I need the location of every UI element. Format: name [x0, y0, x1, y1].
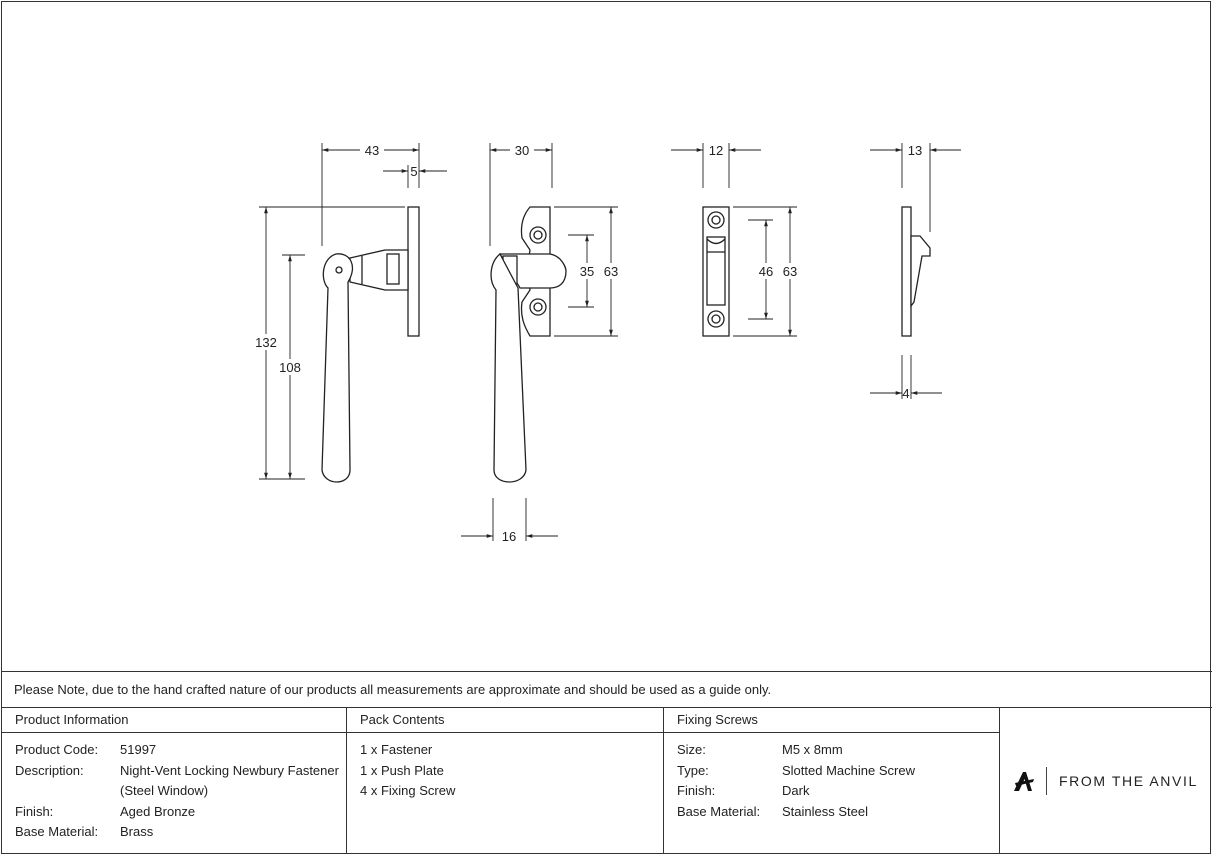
fastener-side-view: [490, 206, 567, 483]
screw-finish-label: Finish:: [677, 783, 716, 798]
screw-base-material-label: Base Material:: [677, 803, 761, 819]
fastener-side-dimensions: [461, 143, 618, 541]
technical-drawing: 43 5 132 108 30 35 63 16: [255, 143, 961, 544]
push-plate-front-dimensions: [671, 143, 797, 337]
dim-fastener-front-handle: 108: [279, 360, 301, 375]
description-value: Night-Vent Locking Newbury Fastener: [120, 762, 339, 778]
column-divider-2: [663, 707, 664, 854]
push-plate-side-dimensions: [870, 143, 961, 399]
column-divider-1: [346, 707, 347, 854]
brand-logo: FROM THE ANVIL: [1012, 766, 1198, 796]
push-plate-front-view: [702, 206, 730, 337]
product-information-heading: Product Information: [15, 712, 129, 727]
title-block-divider: [1, 707, 1212, 708]
finish-label: Finish:: [15, 803, 54, 819]
dim-fastener-front-width: 43: [365, 143, 379, 158]
dim-fastener-side-screw-centres: 35: [580, 264, 594, 279]
product-code-label: Product Code:: [15, 742, 99, 757]
title-block-top-border: [1, 671, 1212, 672]
description-label: Description:: [15, 762, 84, 778]
push-plate-side-view: [901, 206, 931, 337]
dim-push-plate-height: 63: [783, 264, 797, 279]
anvil-a-logo-icon: [1014, 772, 1034, 791]
dim-fastener-front-height: 132: [255, 335, 277, 350]
brand-name: FROM THE ANVIL: [1046, 767, 1198, 795]
fixing-screws-heading: Fixing Screws: [677, 712, 758, 727]
screw-size-value: M5 x 8mm: [782, 742, 843, 757]
screw-type-label: Type:: [677, 762, 709, 778]
dim-push-plate-side-thickness: 4: [902, 386, 909, 401]
fastener-front-view: [321, 206, 420, 483]
dim-fastener-front-plate: 5: [410, 164, 417, 179]
table-header-divider: [1, 732, 999, 733]
pack-item-fastener: 1 x Fastener: [360, 742, 433, 757]
dim-push-plate-width: 12: [709, 143, 723, 158]
dim-fastener-side-width: 30: [515, 143, 529, 158]
pack-item-push-plate: 1 x Push Plate: [360, 762, 444, 778]
screw-type-value: Slotted Machine Screw: [782, 762, 915, 778]
screw-size-label: Size:: [677, 742, 706, 757]
base-material-label: Base Material:: [15, 824, 99, 839]
pack-item-fixing-screw: 4 x Fixing Screw: [360, 783, 456, 798]
dim-push-plate-side-depth: 13: [908, 143, 922, 158]
pack-contents-heading: Pack Contents: [360, 712, 445, 727]
product-code-value: 51997: [120, 742, 157, 757]
dim-fastener-side-plate-height: 63: [604, 264, 618, 279]
base-material-value: Brass: [120, 824, 154, 839]
disclaimer-note: Please Note, due to the hand crafted nat…: [14, 682, 772, 697]
column-divider-3: [999, 707, 1000, 854]
dim-fastener-side-handle-width: 16: [502, 529, 516, 544]
screw-base-material-value: Stainless Steel: [782, 803, 868, 819]
screw-finish-value: Dark: [782, 783, 810, 798]
finish-value: Aged Bronze: [120, 803, 196, 819]
dim-push-plate-screw-centres: 46: [759, 264, 773, 279]
description-value-line2: (Steel Window): [120, 783, 209, 798]
